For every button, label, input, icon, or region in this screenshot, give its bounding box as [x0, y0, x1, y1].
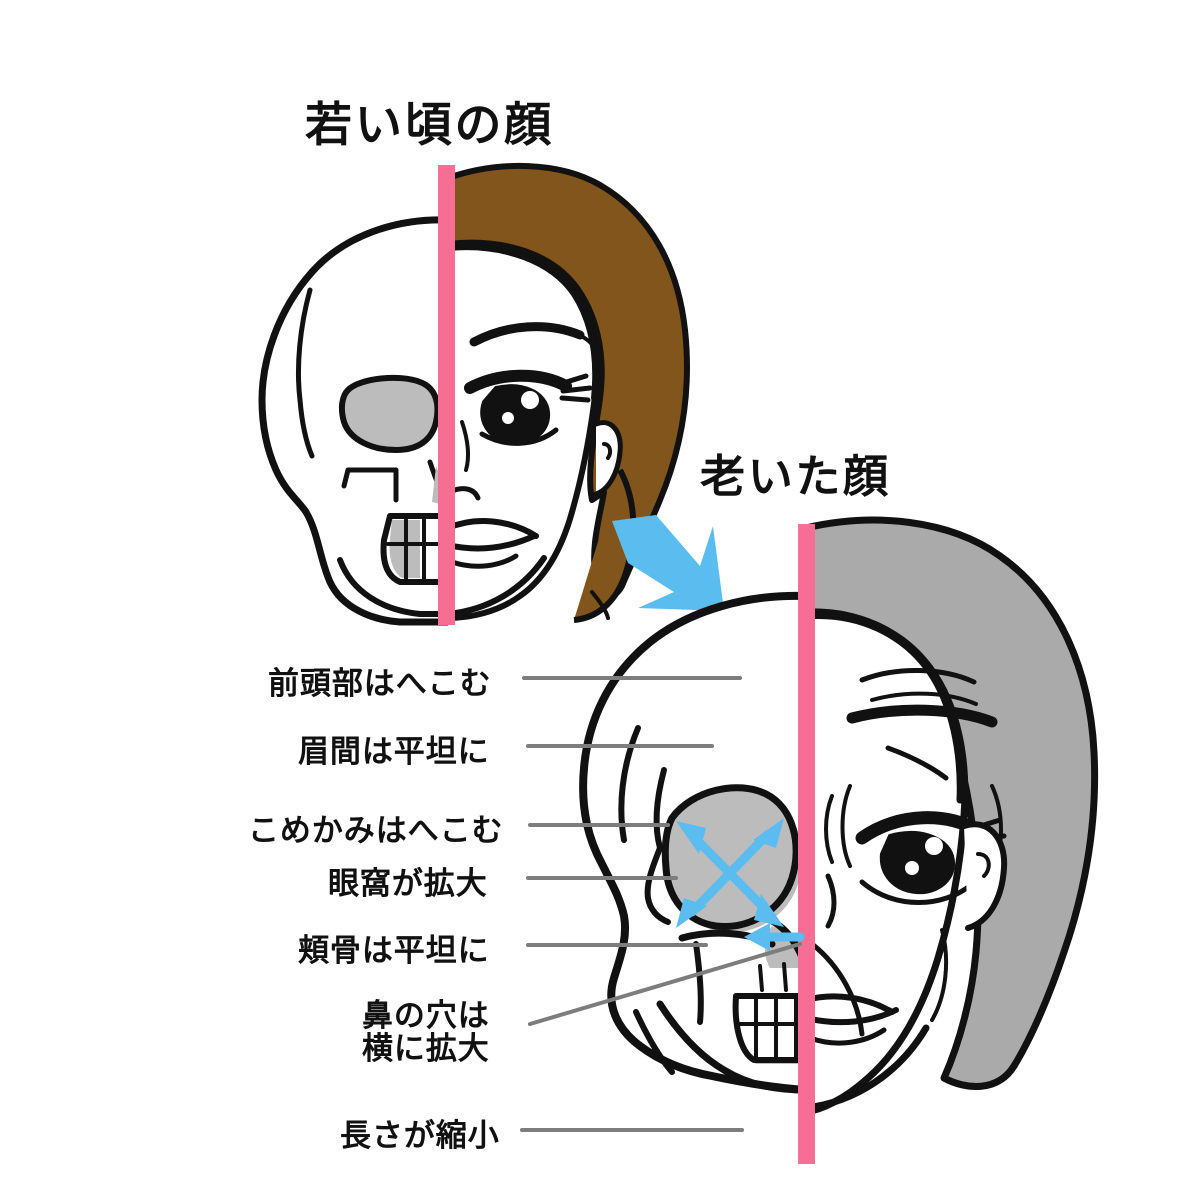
young-mouth-line [448, 533, 537, 552]
annotation-cheekbone: 頬骨は平坦に [298, 933, 490, 969]
old-crowsfoot-1 [824, 794, 834, 864]
old-upper-lip [806, 993, 895, 1015]
young-upper-lash [464, 369, 572, 394]
annotation-length: 長さが縮小 [340, 1118, 500, 1154]
page-title-old: 老いた顔 [700, 450, 891, 503]
old-crowsfoot-2 [840, 784, 852, 868]
young-lower-lid [479, 427, 559, 446]
old-skull-nasal-bridge [644, 845, 671, 925]
young-skull-mandible [337, 557, 448, 617]
annotation-nostril-line-2: 横に拡大 [362, 1030, 490, 1067]
annotation-frontal-bone: 前頭部はへこむ [268, 666, 492, 702]
old-forehead-wrinkle-1 [859, 667, 977, 685]
old-forehead-wrinkle-2 [870, 691, 978, 706]
young-skull-teeth-grid [386, 518, 448, 582]
young-eye-highlight-2 [502, 412, 514, 424]
young-face-right-half [448, 162, 690, 623]
young-ear-inner [602, 442, 613, 460]
old-skull-temporal-line [618, 725, 641, 843]
annotation-eye-socket: 眼窩が拡大 [328, 866, 488, 902]
young-skull-left-half [258, 216, 448, 626]
old-lower-lip [807, 1027, 887, 1046]
old-eye-highlight-1 [925, 837, 943, 855]
young-eyebrow [469, 322, 585, 347]
young-hairline [448, 244, 599, 401]
old-under-eye-bag [859, 879, 975, 905]
orbit-expand-arrow-2 [676, 818, 784, 928]
annotation-nostril: 鼻の穴は 横に拡大 [362, 1000, 490, 1066]
transition-arrow [612, 515, 724, 611]
old-eyebrow [846, 704, 998, 728]
young-nose [460, 420, 471, 472]
leader-lines [520, 676, 802, 1132]
old-skull-mandible [656, 1000, 806, 1094]
old-skull-cheek-edge [693, 941, 704, 1025]
old-skull-brow-ridge [653, 767, 667, 851]
old-cheek-sag [930, 928, 949, 1022]
young-skull-temporal-line [295, 287, 315, 459]
young-hair-strand [590, 590, 610, 620]
old-jawline [806, 1024, 930, 1112]
old-eye-highlight-2 [905, 861, 919, 875]
young-upper-lip [448, 518, 539, 539]
young-divider-line [438, 165, 455, 625]
young-eyelashes [557, 373, 593, 403]
old-iris [879, 830, 956, 895]
page-title-young: 若い頃の顔 [305, 98, 555, 153]
old-nose [825, 873, 837, 929]
old-skull-teeth-grid [734, 994, 806, 1060]
young-iris [480, 384, 551, 445]
old-eyelid-crease [885, 745, 949, 781]
old-skull-ramus [633, 1009, 675, 1075]
old-face-right-half [806, 516, 1099, 1116]
young-eyebrow-taper [574, 332, 598, 352]
old-skull-upper-teeth-roots [758, 962, 788, 992]
old-mouth-line [806, 1007, 899, 1026]
old-skull-eye-socket [661, 784, 800, 930]
leader-line-nostril [528, 942, 802, 1026]
young-eye-highlight-1 [521, 391, 539, 409]
young-skull-eye-socket [338, 374, 441, 453]
annotation-glabella: 眉間は平坦に [298, 734, 490, 770]
annotation-nostril-line-1: 鼻の穴は [362, 998, 490, 1034]
young-jawline [448, 555, 547, 617]
nasal-widen-arrow [744, 923, 805, 951]
young-skull-zygomatic [341, 467, 399, 503]
old-skull-teeth-block [732, 993, 806, 1063]
old-divider-line [798, 524, 815, 1164]
young-lower-lip [449, 553, 519, 569]
young-side-lock [573, 468, 637, 623]
figure-young [258, 162, 690, 626]
annotation-temple: こめかみはへこむ [248, 813, 504, 849]
old-ear-inner [976, 852, 991, 878]
